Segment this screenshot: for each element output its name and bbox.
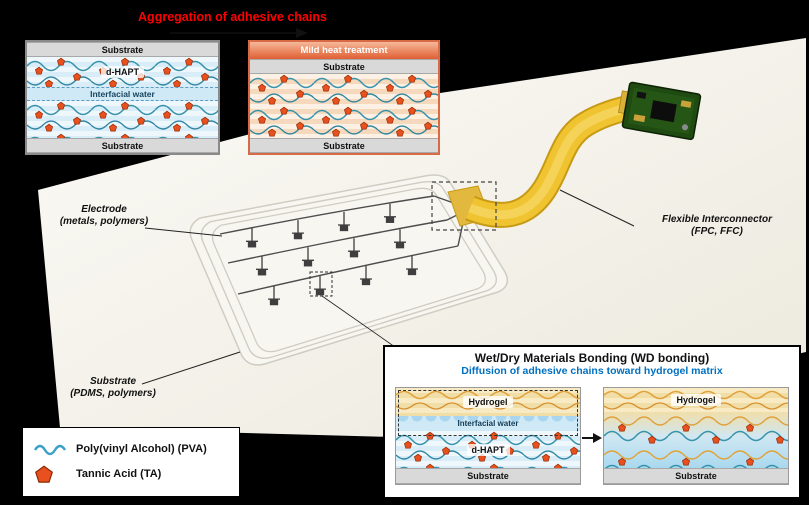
interconnector-label-line1: Flexible Interconnector: [661, 214, 773, 225]
substrate-label-line1: Substrate: [89, 376, 137, 387]
substrate-layer-label: Substrate: [250, 59, 438, 74]
junction-dashed-outline: [431, 181, 497, 231]
aggregation-title: Aggregation of adhesive chains: [138, 10, 327, 24]
wd-bonding-box: Wet/Dry Materials Bonding (WD bonding) D…: [383, 345, 801, 499]
interconnector-label: Flexible Interconnector (FPC, FFC): [636, 214, 798, 238]
legend-pva-label: Poly(vinyl Alcohol) (PVA): [76, 442, 207, 455]
substrate-layer-label: Substrate: [250, 138, 438, 153]
hydrogel-layer-label: Hydrogel: [671, 394, 721, 406]
aggregation-panel-before: Substrate d-HAPT Interfacial water Subst…: [25, 40, 220, 155]
wd-panel-before-diffusion: Hydrogel Interfacial water d-HAPT Substr…: [395, 387, 581, 485]
flexible-interconnector-ribbon: [465, 92, 645, 228]
diffused-chain-layer: [604, 412, 788, 468]
substrate-label-line2: (PDMS, polymers): [70, 388, 156, 399]
substrate-layer-label: Substrate: [27, 42, 218, 57]
polymer-chain-texture: [250, 74, 438, 138]
dhapt-layer: d-HAPT: [27, 57, 218, 87]
legend-row-pva: Poly(vinyl Alcohol) (PVA): [33, 441, 229, 457]
hydrogel-layer-label: Hydrogel: [463, 396, 513, 408]
pva-chain-icon: [33, 444, 67, 455]
process-arrow: [170, 28, 308, 38]
hydrogel-layer: Hydrogel: [396, 388, 580, 416]
interfacial-water-layer: Interfacial water: [27, 87, 218, 101]
interfacial-water-layer: Interfacial water: [396, 416, 580, 431]
wd-panel-after-diffusion: Hydrogel Substrate: [603, 387, 789, 485]
interfacial-water-label: Interfacial water: [457, 419, 519, 428]
ta-pentagon-icon: [34, 464, 54, 483]
electrode-label-line1: Electrode: [81, 204, 127, 215]
dhapt-layer-label: d-HAPT: [101, 66, 144, 78]
dhapt-layer: d-HAPT: [396, 431, 580, 468]
legend-box: Poly(vinyl Alcohol) (PVA) Tannic Acid (T…: [22, 427, 240, 497]
fpc-connector-board: [618, 81, 702, 141]
polymer-chain-texture: [27, 101, 218, 138]
wd-bonding-title: Wet/Dry Materials Bonding (WD bonding): [474, 351, 710, 365]
substrate-label: Substrate (PDMS, polymers): [58, 376, 168, 400]
hydrogel-layer: Hydrogel: [604, 388, 788, 412]
electrode-dashed-outline: [309, 271, 333, 297]
legend-ta-label: Tannic Acid (TA): [76, 467, 162, 480]
legend-row-ta: Tannic Acid (TA): [33, 464, 229, 484]
electrode-label: Electrode (metals, polymers): [45, 204, 163, 228]
electrode-label-line2: (metals, polymers): [59, 216, 149, 227]
substrate-layer-label: Substrate: [604, 468, 788, 484]
wd-bonding-subtitle: Diffusion of adhesive chains toward hydr…: [461, 365, 723, 377]
electrode-pads: [246, 203, 418, 306]
dhapt-layer-label: d-HAPT: [466, 443, 510, 456]
blended-chain-texture: [604, 412, 788, 468]
substrate-layer-label: Substrate: [396, 468, 580, 484]
substrate-layer-label: Substrate: [27, 138, 218, 153]
dhapt-layer-lower: [27, 101, 218, 138]
aggregated-chains-layer: [250, 74, 438, 138]
diffusion-arrow: [582, 433, 602, 443]
leader-lines: [141, 189, 635, 385]
electrode-traces: [219, 195, 465, 295]
mild-heat-treatment-banner: Mild heat treatment: [250, 42, 438, 59]
aggregation-panel-after: Mild heat treatment Substrate Substrate: [248, 40, 440, 155]
interconnector-label-line2: (FPC, FFC): [691, 226, 743, 237]
